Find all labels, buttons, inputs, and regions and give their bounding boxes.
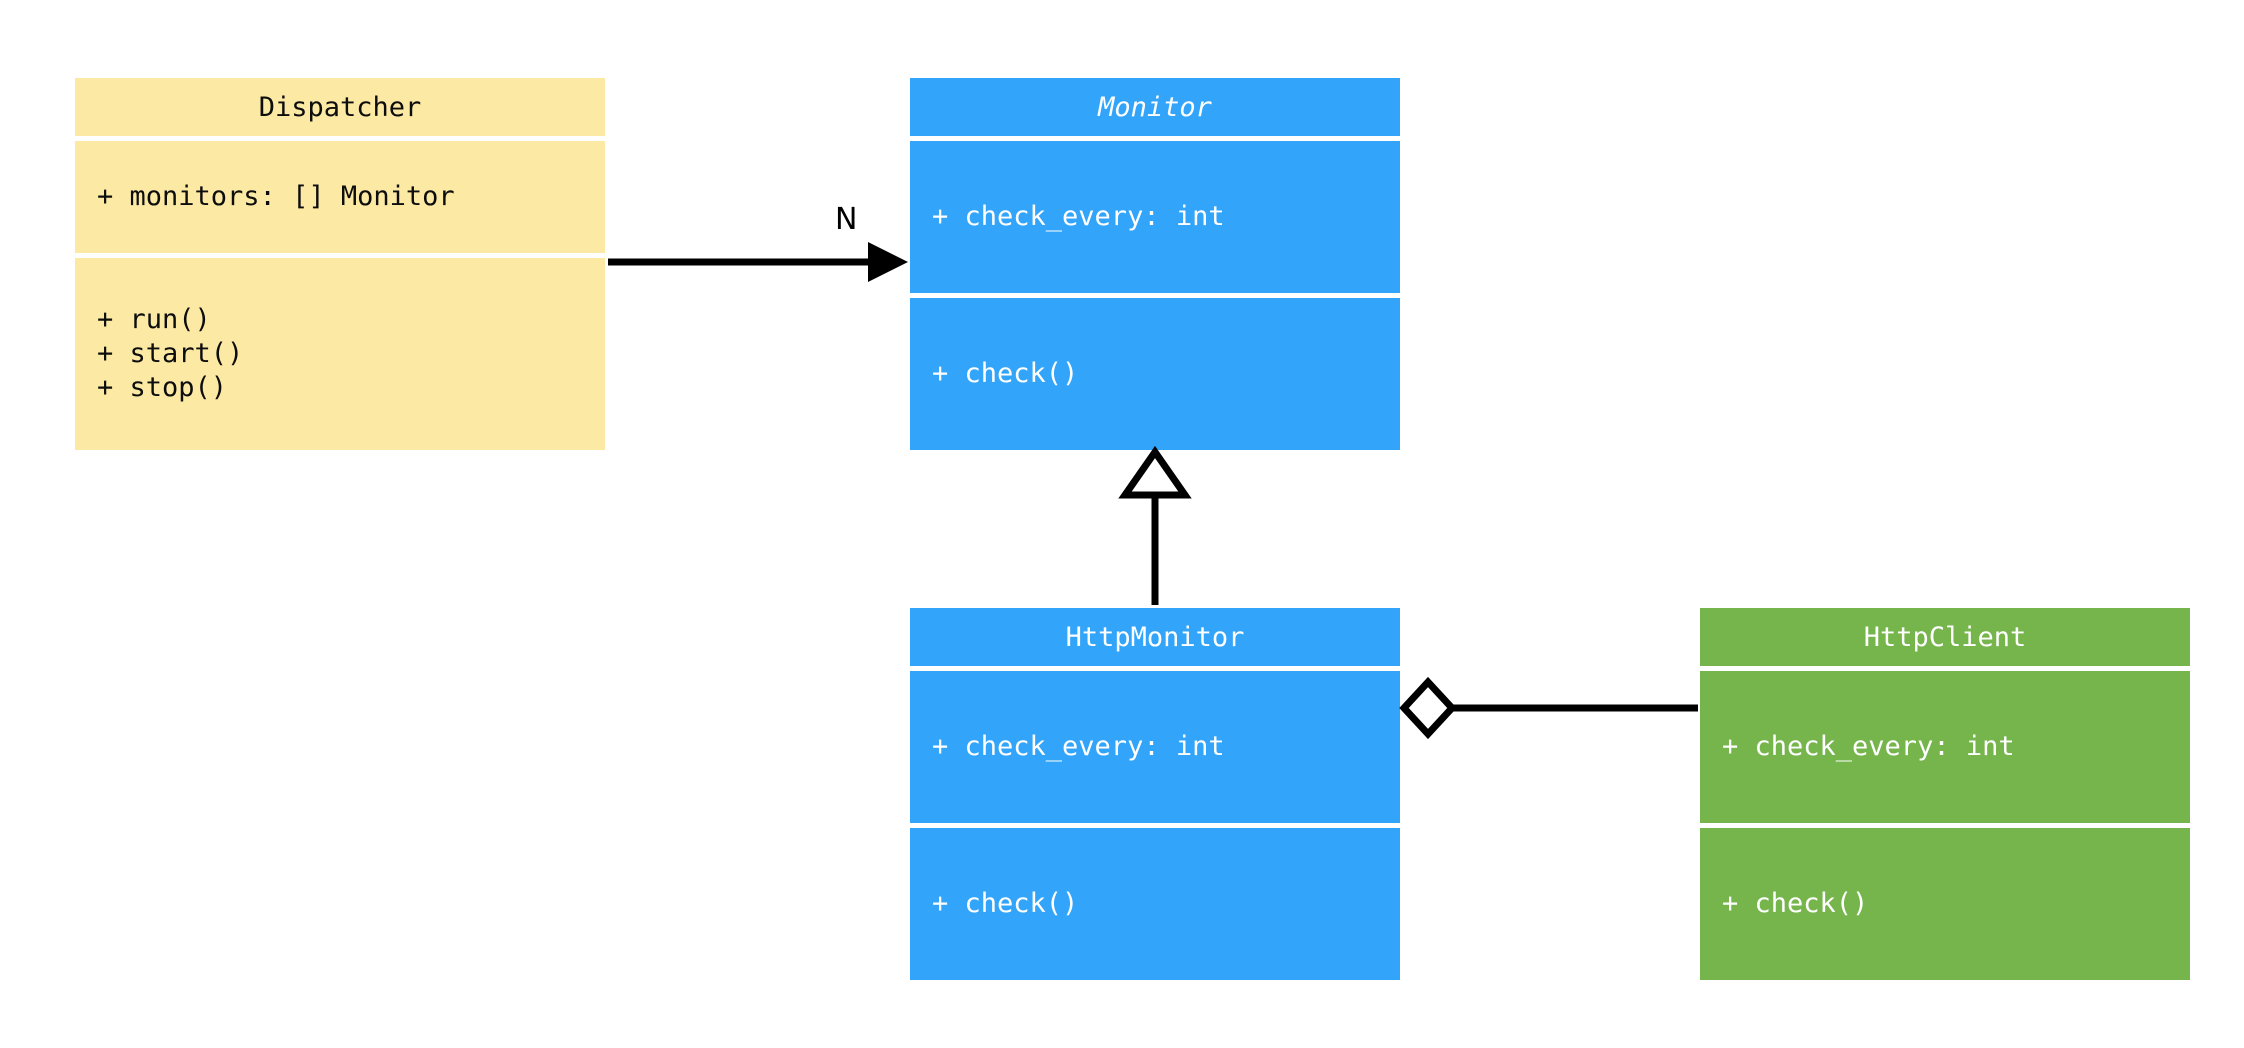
method-row: + start() [97, 338, 244, 369]
class-title-httpclient: HttpClient [1700, 608, 2190, 666]
method-row: + check() [932, 358, 1079, 389]
method-row: + stop() [97, 372, 228, 403]
method-row: + check() [1722, 888, 1869, 919]
uml-class-monitor[interactable]: Monitor + check_every: int + check() [910, 78, 1400, 450]
class-methods-httpmonitor: + check() [910, 828, 1400, 980]
edge-label-multiplicity: N [835, 202, 858, 237]
attribute-row: + check_every: int [932, 201, 1225, 232]
relation-dispatcher-to-monitor [608, 242, 908, 282]
uml-class-httpmonitor[interactable]: HttpMonitor + check_every: int + check() [910, 608, 1400, 980]
attribute-row: + check_every: int [1722, 731, 2015, 762]
class-attributes-monitor: + check_every: int [910, 141, 1400, 293]
method-row: + check() [932, 888, 1079, 919]
uml-class-httpclient[interactable]: HttpClient + check_every: int + check() [1700, 608, 2190, 980]
attribute-row: + check_every: int [932, 731, 1225, 762]
class-methods-dispatcher: + run() + start() + stop() [75, 258, 605, 450]
uml-class-dispatcher[interactable]: Dispatcher + monitors: [] Monitor + run(… [75, 78, 605, 450]
class-title-monitor: Monitor [910, 78, 1400, 136]
class-attributes-httpmonitor: + check_every: int [910, 671, 1400, 823]
class-methods-httpclient: + check() [1700, 828, 2190, 980]
relation-httpmonitor-to-httpclient [1399, 676, 1698, 740]
class-attributes-dispatcher: + monitors: [] Monitor [75, 141, 605, 253]
hollow-diamond-icon [1399, 676, 1457, 740]
hollow-triangle-arrowhead-icon [1118, 445, 1192, 499]
class-title-httpmonitor: HttpMonitor [910, 608, 1400, 666]
class-attributes-httpclient: + check_every: int [1700, 671, 2190, 823]
class-methods-monitor: + check() [910, 298, 1400, 450]
attribute-row: + monitors: [] Monitor [97, 181, 455, 212]
filled-triangle-arrowhead-icon [868, 242, 908, 282]
method-row: + run() [97, 304, 211, 335]
class-title-dispatcher: Dispatcher [75, 78, 605, 136]
relation-httpmonitor-to-monitor [1118, 445, 1192, 605]
